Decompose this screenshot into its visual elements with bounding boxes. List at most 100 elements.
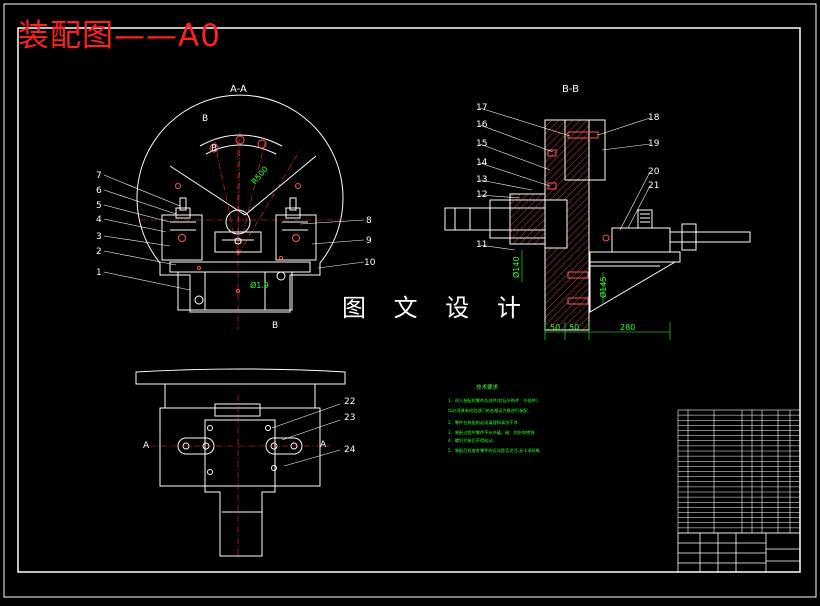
dim-dia: Ø1.9 bbox=[250, 280, 269, 290]
balloon-17: 17 bbox=[476, 103, 487, 113]
section-mark-b-top: B bbox=[202, 114, 208, 124]
plan-bolt-3 bbox=[207, 469, 213, 475]
balloon-14: 14 bbox=[476, 158, 488, 168]
notes-line-1: 1、进入装配的零件及部件(包括外购件、外协件), bbox=[448, 397, 539, 404]
balloon-4: 4 bbox=[96, 215, 102, 225]
bb-gusset bbox=[589, 261, 677, 313]
balloon-6: 6 bbox=[96, 186, 102, 196]
bottom-hole-left bbox=[197, 266, 201, 270]
notes-line-2: 均必须具有检验部门的合格证方能进行装配. bbox=[448, 407, 529, 414]
section-mark-a-right: A bbox=[320, 440, 327, 450]
dim-dia145: Ø145 bbox=[598, 276, 608, 298]
drawing-title: 装配图——A0 bbox=[18, 18, 221, 54]
bottom-block bbox=[177, 271, 293, 311]
bb-shaft-collar bbox=[509, 193, 546, 245]
balloon-2: 2 bbox=[96, 247, 102, 257]
parts-list-table bbox=[677, 409, 801, 534]
bottom-hole-center bbox=[236, 289, 240, 293]
dim-280: 280 bbox=[620, 323, 635, 332]
balloon-13: 13 bbox=[476, 175, 487, 185]
balloon-11: 11 bbox=[476, 240, 487, 250]
plan-top-edge bbox=[135, 368, 346, 385]
balloon-21: 21 bbox=[648, 181, 659, 191]
outer-frame bbox=[3, 3, 817, 598]
balloon-9: 9 bbox=[366, 236, 372, 246]
inner-frame bbox=[17, 27, 801, 573]
notes-heading: 技术要求 bbox=[476, 383, 499, 391]
disc-outline bbox=[136, 94, 344, 313]
notes-line-6: 5、装配后检查各零件的运动是否灵活,无卡滞现象. bbox=[448, 447, 541, 454]
balloon-7: 7 bbox=[96, 171, 102, 181]
disc-hole-left bbox=[175, 183, 181, 189]
radial-centerlines bbox=[140, 131, 345, 330]
slot-bolt-right bbox=[257, 139, 267, 149]
arc-slot-outer bbox=[199, 134, 283, 147]
balloon-10: 10 bbox=[364, 258, 376, 268]
balloon-22: 22 bbox=[344, 397, 355, 407]
plan-leaders bbox=[271, 403, 341, 467]
notes-line-5: 4、螺钉拧紧后不得松动. bbox=[448, 437, 494, 444]
view-aa: A-A bbox=[96, 84, 376, 331]
plan-bolt-1 bbox=[207, 425, 213, 431]
clamp-pin bbox=[234, 237, 242, 245]
notes-line-4: 3、装配过程中零件不允许磕、碰、划伤和锈蚀. bbox=[448, 429, 536, 436]
balloon-16: 16 bbox=[476, 120, 488, 130]
view-plan: 22 23 24 A A bbox=[135, 368, 356, 560]
dim-50-right: 50 bbox=[569, 323, 579, 332]
balloon-8: 8 bbox=[366, 216, 372, 226]
bb-hub bbox=[544, 199, 568, 249]
plan-stem bbox=[204, 486, 276, 557]
notes-line-3: 2、零件在装配前必须清理和清洗干净. bbox=[448, 419, 519, 426]
section-label-bb: B-B bbox=[562, 84, 579, 95]
left-clamp bbox=[161, 197, 203, 261]
balloon-5: 5 bbox=[96, 201, 102, 211]
section-mark-b-bottom: B bbox=[272, 321, 278, 331]
center-knob bbox=[225, 209, 251, 235]
balloon-18: 18 bbox=[648, 113, 660, 123]
disc-wedge-cutout bbox=[169, 155, 317, 216]
arc-slot-inner bbox=[205, 144, 277, 155]
balloon-19: 19 bbox=[648, 139, 660, 149]
section-mark-a-left: A bbox=[143, 441, 150, 451]
title-block bbox=[677, 532, 801, 573]
plan-bolt-2 bbox=[265, 425, 271, 431]
bottom-hole-right bbox=[279, 256, 283, 260]
bb-base-plate bbox=[589, 251, 681, 263]
base-plate bbox=[169, 261, 311, 273]
balloon-23: 23 bbox=[344, 413, 355, 423]
plan-bolt-4 bbox=[271, 465, 277, 471]
balloon-1: 1 bbox=[96, 268, 102, 278]
balloon-24: 24 bbox=[344, 445, 356, 455]
section-label-aa: A-A bbox=[230, 84, 247, 95]
plan-top-tab bbox=[214, 403, 261, 417]
bb-leaders bbox=[479, 107, 651, 251]
technical-notes: 技术要求 1、进入装配的零件及部件(包括外购件、外协件), 均必须具有检验部门的… bbox=[448, 383, 541, 454]
bb-clamp-arm bbox=[669, 231, 751, 243]
clamp-body bbox=[214, 231, 262, 253]
bb-clamp-block bbox=[611, 227, 671, 253]
dim-dia140: Ø140 bbox=[511, 256, 521, 278]
aa-leaders bbox=[103, 174, 365, 291]
balloon-20: 20 bbox=[648, 167, 660, 177]
section-mark-b-left: B bbox=[211, 144, 217, 154]
bb-pin bbox=[602, 234, 610, 242]
balloon-15: 15 bbox=[476, 139, 487, 149]
bb-stud bbox=[637, 209, 653, 229]
watermark-text: 图 文 设 计 bbox=[342, 294, 531, 322]
bb-dimension-lines bbox=[521, 250, 671, 340]
slot-bolt-left bbox=[209, 143, 219, 153]
dim-50-left: 50 bbox=[550, 323, 560, 332]
bottom-bolt-right bbox=[276, 271, 286, 281]
view-bb: B-B bbox=[444, 84, 751, 340]
plan-center-boss bbox=[204, 419, 276, 487]
balloon-3: 3 bbox=[96, 232, 102, 242]
bb-clamp-end bbox=[681, 223, 697, 251]
disc-hole-right bbox=[295, 183, 301, 189]
balloon-12: 12 bbox=[476, 190, 487, 200]
dim-r500: R500 bbox=[250, 165, 270, 187]
bottom-bolt-left bbox=[194, 295, 204, 305]
bb-top-block bbox=[564, 119, 606, 181]
right-clamp bbox=[275, 197, 317, 261]
